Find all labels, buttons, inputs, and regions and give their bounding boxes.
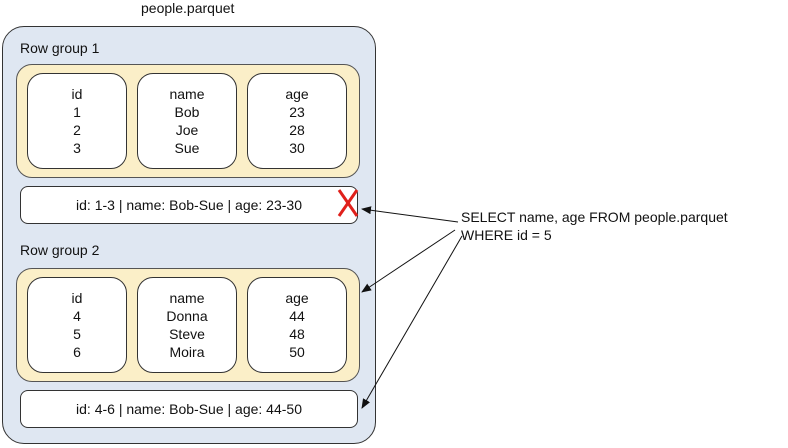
- query-line: SELECT name, age FROM people.parquet: [461, 209, 728, 225]
- file-title: people.parquet: [141, 0, 235, 16]
- column-value: 23: [289, 104, 305, 120]
- column-value: Moira: [169, 344, 205, 360]
- column-value: 50: [289, 344, 305, 360]
- column-value: Sue: [174, 140, 200, 156]
- column-value: 28: [289, 122, 305, 138]
- query-text: SELECT name, age FROM people.parquet WHE…: [461, 208, 728, 244]
- column-value: 2: [73, 122, 81, 138]
- column-value: 44: [289, 308, 305, 324]
- column-header: name: [169, 86, 205, 102]
- column-header: age: [285, 290, 309, 306]
- column-value: 5: [73, 326, 81, 342]
- column-header: age: [285, 86, 309, 102]
- column-value: 30: [289, 140, 305, 156]
- row-group-2-stats: id: 4-6 | name: Bob-Sue | age: 44-50: [20, 390, 358, 428]
- arrow-to-stats-2: [361, 235, 463, 409]
- column-age: age 44 48 50: [247, 277, 347, 373]
- column-value: Donna: [166, 308, 208, 324]
- column-value: Steve: [169, 326, 205, 342]
- row-group-1-title: Row group 1: [20, 40, 100, 56]
- column-value: 1: [73, 104, 81, 120]
- row-group-2-columns: id 4 5 6 name Donna Steve Moira age 44 4…: [16, 268, 360, 382]
- column-value: 6: [73, 344, 81, 360]
- column-value: Bob: [174, 104, 200, 120]
- column-age: age 23 28 30: [247, 73, 347, 169]
- column-value: 4: [73, 308, 81, 324]
- column-header: id: [71, 86, 83, 102]
- column-name: name Bob Joe Sue: [137, 73, 237, 169]
- column-value: 48: [289, 326, 305, 342]
- column-value: 3: [73, 140, 81, 156]
- column-id: id 4 5 6: [27, 277, 127, 373]
- query-line: WHERE id = 5: [461, 227, 552, 243]
- column-name: name Donna Steve Moira: [137, 277, 237, 373]
- column-header: id: [71, 290, 83, 306]
- column-id: id 1 2 3: [27, 73, 127, 169]
- row-group-1-stats: id: 1-3 | name: Bob-Sue | age: 23-30: [20, 186, 358, 224]
- arrow-to-stats-1: [361, 206, 459, 223]
- arrow-to-columns-2: [361, 229, 456, 293]
- column-header: name: [169, 290, 205, 306]
- skip-cross-icon: [337, 189, 359, 217]
- row-group-1-columns: id 1 2 3 name Bob Joe Sue age 23 28 30: [16, 64, 360, 178]
- row-group-2-title: Row group 2: [20, 242, 100, 258]
- column-value: Joe: [175, 122, 199, 138]
